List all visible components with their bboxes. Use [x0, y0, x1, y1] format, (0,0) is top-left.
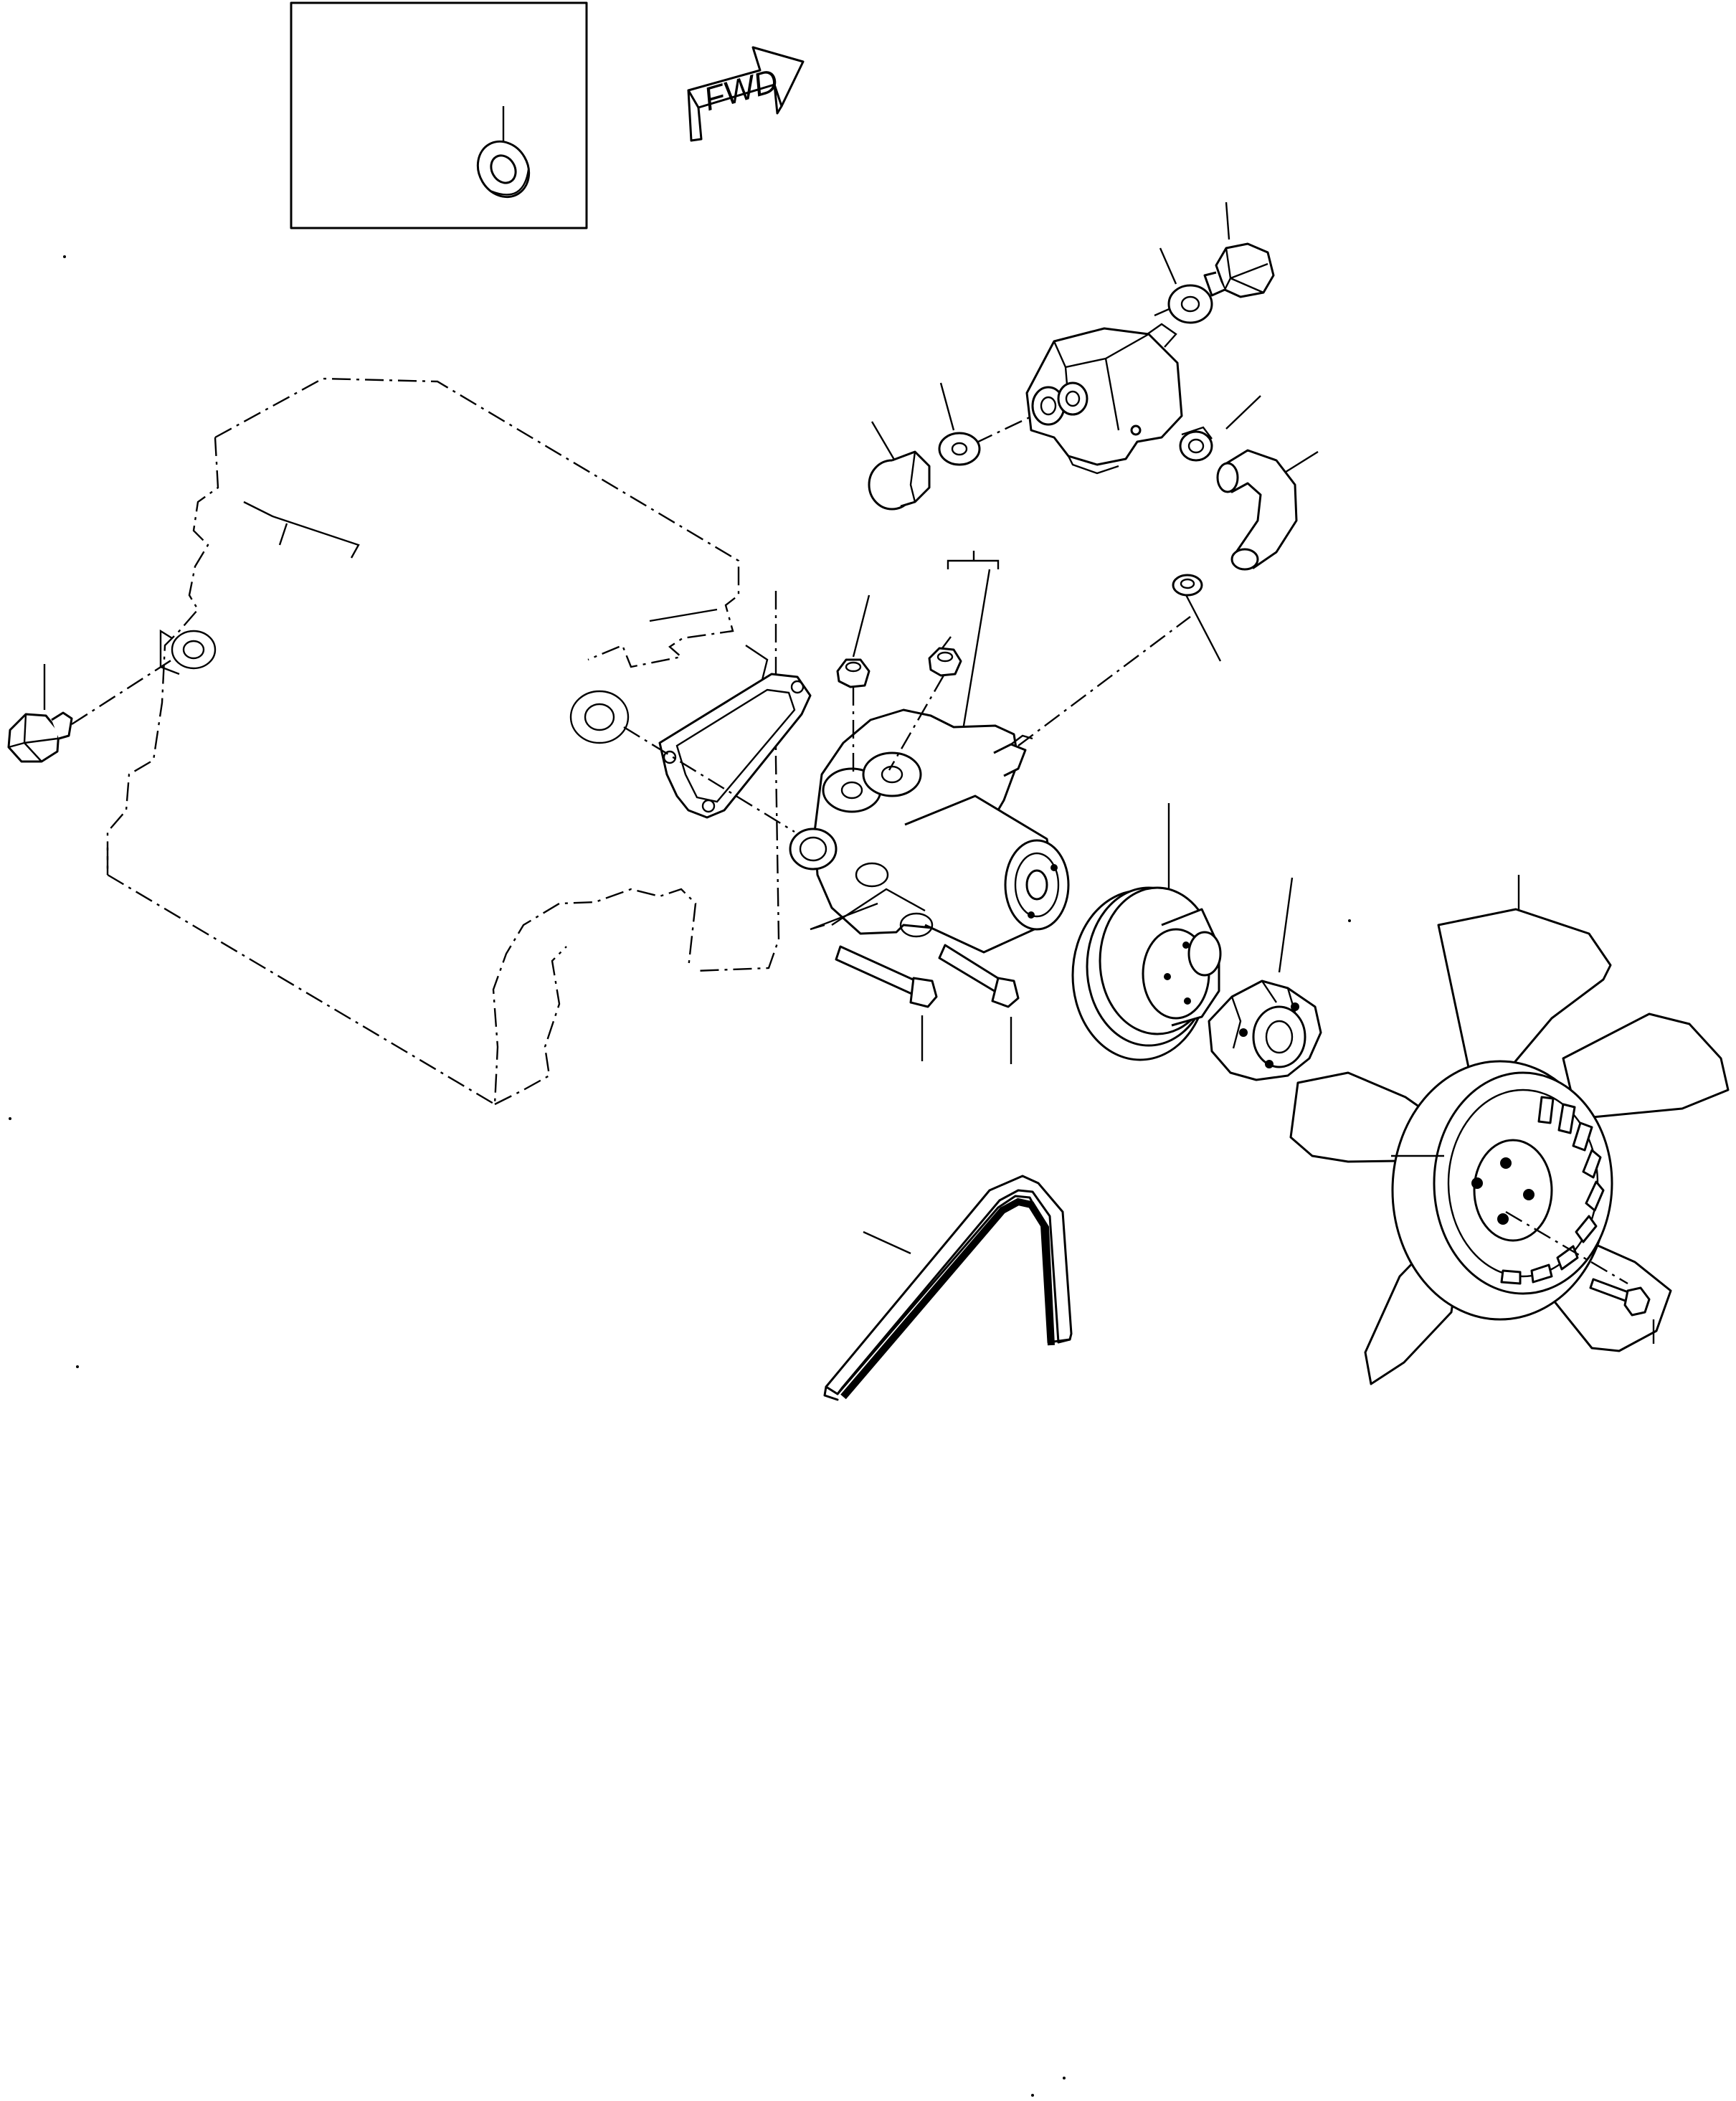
- plug-bolt-left: [868, 421, 931, 511]
- stud-bolt-a: [810, 902, 938, 1061]
- fan-spacer: [1208, 877, 1322, 1081]
- fan-bolt: [1589, 1278, 1655, 1344]
- v-belt: [823, 1175, 1073, 1401]
- hose-clamp: [1179, 395, 1261, 462]
- block-bolt: [7, 658, 173, 763]
- inset-washer: [476, 140, 531, 199]
- detail-inset-box: [290, 1, 588, 229]
- gasket: [623, 673, 812, 833]
- hose-seal: [1172, 574, 1222, 662]
- pump-pulley: [1071, 803, 1222, 1061]
- fwd-arrow: FWD: [687, 46, 805, 142]
- scan-specks: [9, 255, 1351, 2097]
- engine-block-outline: [106, 377, 780, 1106]
- nut-b: [888, 636, 962, 771]
- water-pump: [789, 551, 1191, 954]
- fwd-label: FWD: [700, 62, 782, 118]
- nut-a: [836, 594, 871, 774]
- cooling-fan: [1289, 875, 1730, 1385]
- thermostat-housing: [974, 298, 1191, 475]
- washer-left: [938, 382, 981, 466]
- bypass-hose: [1216, 449, 1319, 571]
- plug-bolt-top: [1203, 201, 1275, 298]
- stud-bolt-b: [938, 944, 1020, 1064]
- washer-top: [1159, 247, 1213, 324]
